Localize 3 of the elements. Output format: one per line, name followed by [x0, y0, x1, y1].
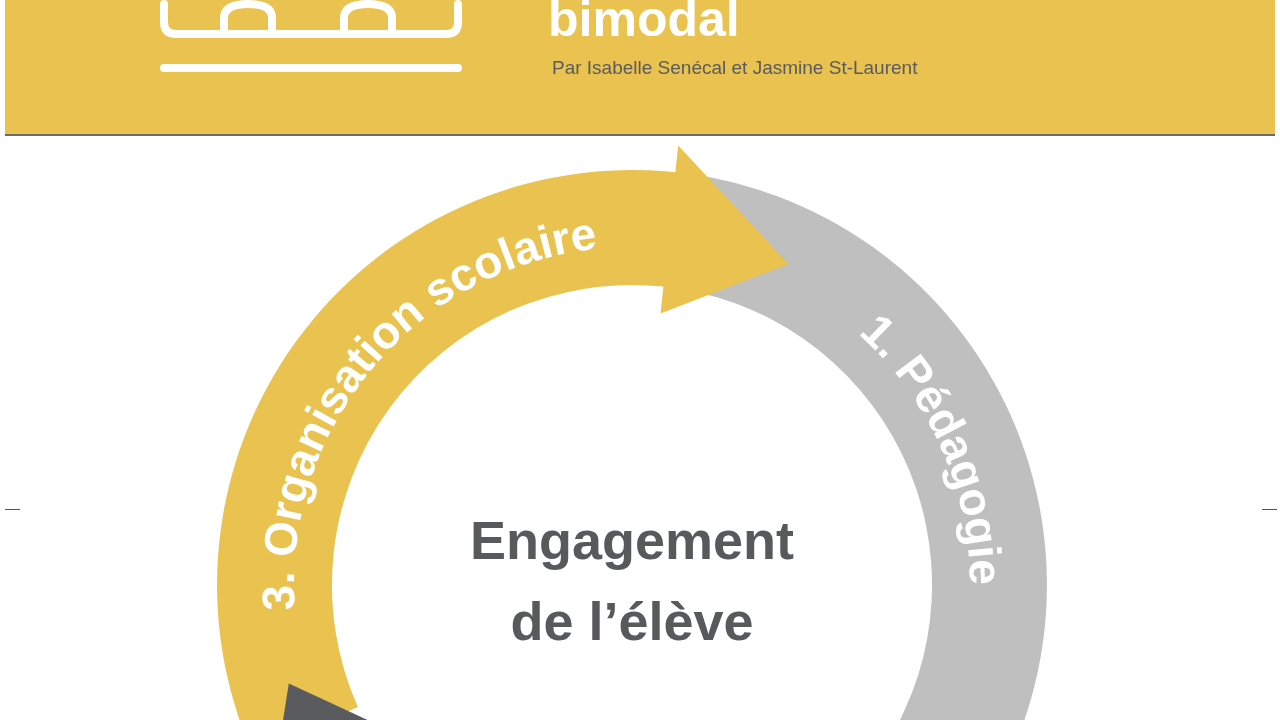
- center-text: Engagement de l’élève: [442, 500, 822, 662]
- title: bimodal: [548, 0, 740, 44]
- author-line: Par Isabelle Senécal et Jasmine St-Laurent: [552, 57, 918, 79]
